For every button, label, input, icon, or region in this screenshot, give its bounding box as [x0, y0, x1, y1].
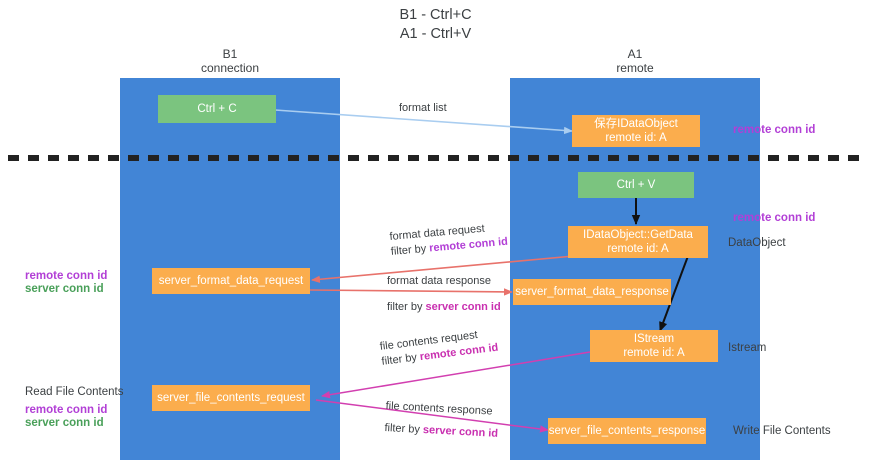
node-ctrl-v-label: Ctrl + V: [616, 179, 656, 191]
node-idataobject-getdata-line2: remote id: A: [607, 243, 669, 255]
filter-prefix-3: filter by: [380, 351, 421, 368]
node-ctrl-v[interactable]: Ctrl + V: [578, 172, 694, 198]
column-header-a1-subtitle: remote: [616, 61, 654, 75]
title-line-1: B1 - Ctrl+C: [399, 7, 472, 23]
node-istream-line1: IStream: [633, 333, 675, 345]
node-ctrl-c[interactable]: Ctrl + C: [158, 95, 276, 123]
node-idataobject-getdata-line1: IDataObject::GetData: [583, 229, 693, 241]
node-server-format-data-response[interactable]: server_format_data_response: [513, 279, 671, 305]
annotation-left-remote-conn-id-mid: remote conn id: [25, 270, 108, 282]
arrow-file-contents-request: [321, 351, 591, 399]
filter-prefix-2: filter by: [387, 301, 426, 313]
column-header-a1: A1 remote: [510, 47, 760, 75]
arrow-label-format-data-response-filter: filter by server conn id: [387, 300, 501, 315]
filter-key-server-conn-id-2: server conn id: [422, 423, 499, 440]
node-idataobject-store[interactable]: 保存IDataObject remote id: A: [572, 115, 700, 147]
annotation-left-server-conn-id-bottom: server conn id: [25, 417, 104, 429]
filter-prefix-4: filter by: [384, 421, 424, 436]
arrow-label-format-data-response-group: format data response filter by server co…: [387, 274, 501, 315]
annotation-right-remote-conn-id-mid: remote conn id: [733, 212, 816, 224]
node-server-format-data-request[interactable]: server_format_data_request: [152, 268, 310, 294]
node-server-file-contents-request[interactable]: server_file_contents_request: [152, 385, 310, 411]
node-server-file-contents-response-label: server_file_contents_response: [548, 425, 706, 437]
arrow-getdata-to-istream: [659, 255, 689, 332]
node-server-file-contents-response[interactable]: server_file_contents_response: [548, 418, 706, 444]
page-title: B1 - Ctrl+C A1 - Ctrl+V: [0, 6, 871, 44]
arrow-label-format-list: format list: [399, 102, 447, 114]
arrow-format-list: [274, 109, 573, 135]
filter-prefix-1: filter by: [390, 242, 430, 258]
node-server-file-contents-request-label: server_file_contents_request: [157, 392, 305, 404]
arrow-file-contents-response: [315, 399, 549, 433]
annotation-right-remote-conn-id-top: remote conn id: [733, 124, 816, 136]
title-line-2: A1 - Ctrl+V: [399, 26, 472, 42]
column-header-b1-name: B1: [222, 47, 238, 61]
arrow-format-data-request: [311, 255, 575, 283]
annotation-right-dataobject: DataObject: [728, 237, 786, 249]
arrow-label-file-contents-response-group: file contents response filter by server …: [384, 399, 499, 442]
arrow-format-data-response: [309, 288, 513, 296]
node-server-format-data-response-label: server_format_data_response: [515, 286, 669, 298]
column-header-a1-name: A1: [627, 47, 643, 61]
filter-key-server-conn-id-1: server conn id: [425, 301, 501, 313]
node-idataobject-store-line1: 保存IDataObject: [594, 118, 678, 130]
node-istream[interactable]: IStream remote id: A: [590, 330, 718, 362]
node-server-format-data-request-label: server_format_data_request: [158, 275, 304, 287]
annotation-right-write-file-contents: Write File Contents: [733, 425, 831, 437]
node-idataobject-getdata[interactable]: IDataObject::GetData remote id: A: [568, 226, 708, 258]
node-idataobject-store-line2: remote id: A: [605, 132, 667, 144]
node-istream-line2: remote id: A: [623, 347, 685, 359]
annotation-right-istream: Istream: [728, 342, 767, 354]
column-header-b1-subtitle: connection: [200, 61, 260, 75]
annotation-left-remote-conn-id-bottom: remote conn id: [25, 404, 108, 416]
annotation-left-read-file-contents: Read File Contents: [25, 386, 124, 398]
annotation-left-server-conn-id-mid: server conn id: [25, 283, 104, 295]
arrow-label-format-data-response: format data response: [387, 275, 491, 287]
column-header-b1: B1 connection: [120, 47, 340, 75]
node-ctrl-c-label: Ctrl + C: [197, 103, 237, 115]
